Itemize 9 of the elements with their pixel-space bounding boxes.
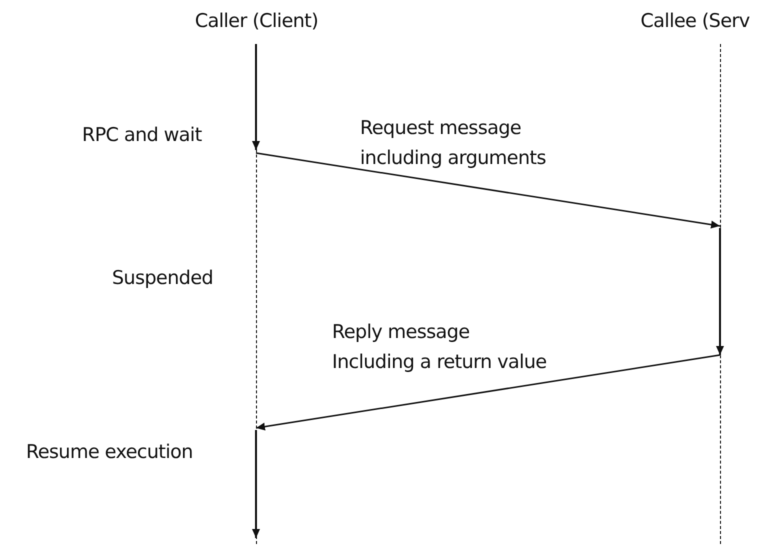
- phase-label: RPC and wait: [82, 124, 202, 146]
- edge-label: Reply message Including a return value: [332, 320, 548, 375]
- message-arrow: [256, 152, 720, 229]
- edge-label: Request message including arguments: [360, 116, 547, 171]
- lifeline-header: Callee (Serv: [640, 10, 750, 32]
- phase-label: Suspended: [112, 267, 214, 289]
- message-arrow: [256, 354, 720, 431]
- phase-label: Resume execution: [26, 441, 193, 463]
- lifeline-header: Caller (Client): [194, 10, 318, 32]
